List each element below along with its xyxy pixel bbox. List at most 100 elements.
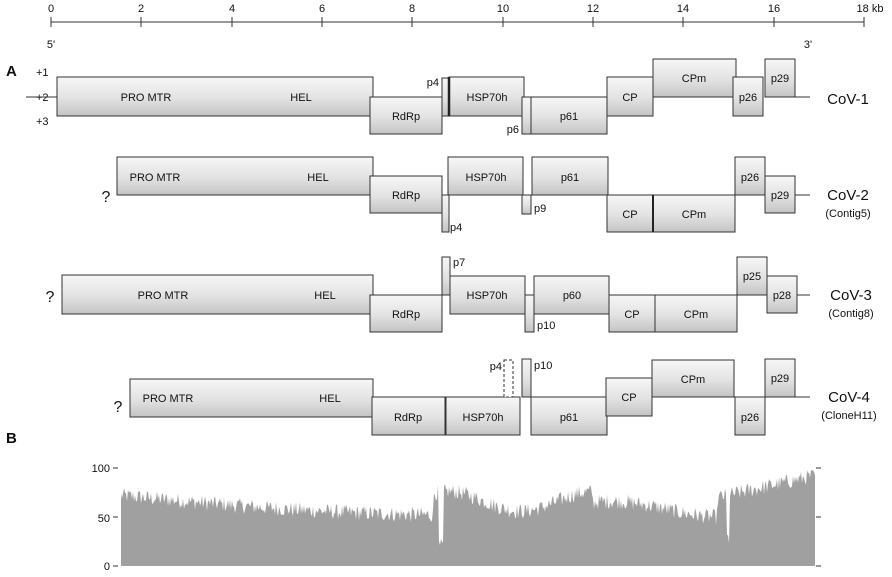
orf-label: p10 <box>537 320 555 332</box>
genome-contig-label: (Contig5) <box>825 208 870 220</box>
orf-rdrp-box <box>369 175 443 214</box>
genome-cov2: ? PRO MTR HEL RdRp p4 HSP70h p9 p61 CP C… <box>102 156 871 234</box>
orf-p10-box <box>521 358 532 398</box>
orf-replicase-box <box>56 76 374 117</box>
orf-label: CPm <box>682 209 706 221</box>
orf-p61-box <box>530 396 608 436</box>
orf-label: PRO MTR <box>138 290 189 302</box>
orf-p26-box <box>734 156 766 196</box>
three-prime-label: 3' <box>804 39 812 51</box>
genome-cov3: ? PRO MTR HEL RdRp p7 HSP70h p10 p60 CP … <box>46 256 874 333</box>
orf-label: HSP70h <box>466 172 507 184</box>
genome-name: CoV-1 <box>827 91 869 108</box>
orf-p4-box <box>441 194 450 233</box>
unknown-end-mark: ? <box>102 189 111 206</box>
orf-label: CP <box>622 92 637 104</box>
orf-cp-box <box>605 377 653 417</box>
orf-cpm-box <box>651 359 735 398</box>
orf-label: HEL <box>314 290 335 302</box>
scale-tick-label: 8 <box>409 3 415 15</box>
orf-label: p61 <box>561 172 579 184</box>
orf-cpm-box <box>654 294 738 333</box>
orf-label: p10 <box>534 360 552 372</box>
genome-cov1: PRO MTR HEL RdRp p4 HSP70h p6 p61 CP CPm… <box>26 58 869 136</box>
orf-p6-box <box>521 96 532 135</box>
five-prime-label: 5' <box>47 39 55 51</box>
frame-label-plus1: +1 <box>36 67 49 79</box>
orf-label: p4 <box>427 77 439 89</box>
orf-label: RdRp <box>394 412 422 424</box>
y-tick-label: 0 <box>104 561 110 573</box>
orf-label: CP <box>621 392 636 404</box>
orf-rdrp-box <box>369 294 443 333</box>
orf-p9-box <box>521 194 532 215</box>
orf-label: p60 <box>563 290 581 302</box>
orf-label: HEL <box>290 92 311 104</box>
orf-hsp70h-box <box>448 76 525 117</box>
orf-p26-box <box>732 76 764 117</box>
orf-label: CPm <box>681 374 705 386</box>
orf-hsp70h-box <box>447 156 524 196</box>
orf-label: p4 <box>450 222 462 234</box>
orf-label: p61 <box>560 111 578 123</box>
orf-label: RdRp <box>392 309 420 321</box>
coverage-plot: 100 50 0 <box>92 463 821 573</box>
orf-label: CP <box>622 209 637 221</box>
y-tick-label: 50 <box>98 513 110 525</box>
orf-label: p29 <box>771 373 789 385</box>
genome-cov4: ? PRO MTR HEL RdRp HSP70h p4 p10 p61 CP … <box>114 358 877 436</box>
orf-p61-box <box>530 96 608 135</box>
unknown-end-mark: ? <box>46 289 55 306</box>
orf-label: p26 <box>739 92 757 104</box>
orf-p60-box <box>533 275 610 315</box>
scale-tick-label: 6 <box>319 3 325 15</box>
scale-tick-label: 12 <box>587 3 599 15</box>
genome-name: CoV-4 <box>828 389 870 406</box>
orf-label: p28 <box>773 290 791 302</box>
scale-tick-label: 16 <box>768 3 780 15</box>
orf-p26-box <box>734 396 766 436</box>
genome-clone-label: (CloneH11) <box>821 410 876 422</box>
orf-label: CP <box>624 309 639 321</box>
orf-label: p61 <box>560 412 578 424</box>
orf-p61-box <box>531 156 609 196</box>
orf-label: HSP70h <box>467 92 508 104</box>
y-tick-label: 100 <box>92 463 110 475</box>
genome-name: CoV-2 <box>827 187 869 204</box>
orf-replicase-box <box>129 378 374 418</box>
unknown-end-mark: ? <box>114 399 123 416</box>
orf-label: RdRp <box>392 190 420 202</box>
genome-name: CoV-3 <box>830 287 872 304</box>
orf-label: PRO MTR <box>121 92 172 104</box>
orf-label: p6 <box>507 124 519 136</box>
orf-label: p26 <box>741 412 759 424</box>
orf-p10-box <box>524 294 535 333</box>
orf-label: p25 <box>743 271 761 283</box>
orf-label: PRO MTR <box>143 393 194 405</box>
genome-contig-label: (Contig8) <box>828 308 873 320</box>
panel-a-label: A <box>6 63 17 80</box>
orf-cpm-box <box>652 194 736 233</box>
scale-tick-label: 18 kb <box>857 3 884 15</box>
panel-b-label: B <box>6 430 17 447</box>
orf-label: PRO MTR <box>130 172 181 184</box>
scale-tick-label: 2 <box>138 3 144 15</box>
orf-p28-box <box>766 275 798 314</box>
frame-label-plus3: +3 <box>36 116 49 128</box>
orf-label: p26 <box>741 172 759 184</box>
orf-p4-dashed-box <box>503 359 514 398</box>
orf-p25-box <box>736 256 768 296</box>
orf-label: p29 <box>771 190 789 202</box>
coverage-area <box>121 469 815 566</box>
scale-tick-label: 10 <box>497 3 509 15</box>
orf-label: p29 <box>771 73 789 85</box>
orf-label: HEL <box>307 172 328 184</box>
orf-p29-box <box>764 358 796 398</box>
orf-label: HSP70h <box>467 290 508 302</box>
scale-tick-label: 14 <box>677 3 689 15</box>
orf-label: CPm <box>684 309 708 321</box>
orf-label: p9 <box>534 203 546 215</box>
orf-hsp70h-box <box>449 275 526 315</box>
orf-hsp70h-box <box>445 396 521 436</box>
